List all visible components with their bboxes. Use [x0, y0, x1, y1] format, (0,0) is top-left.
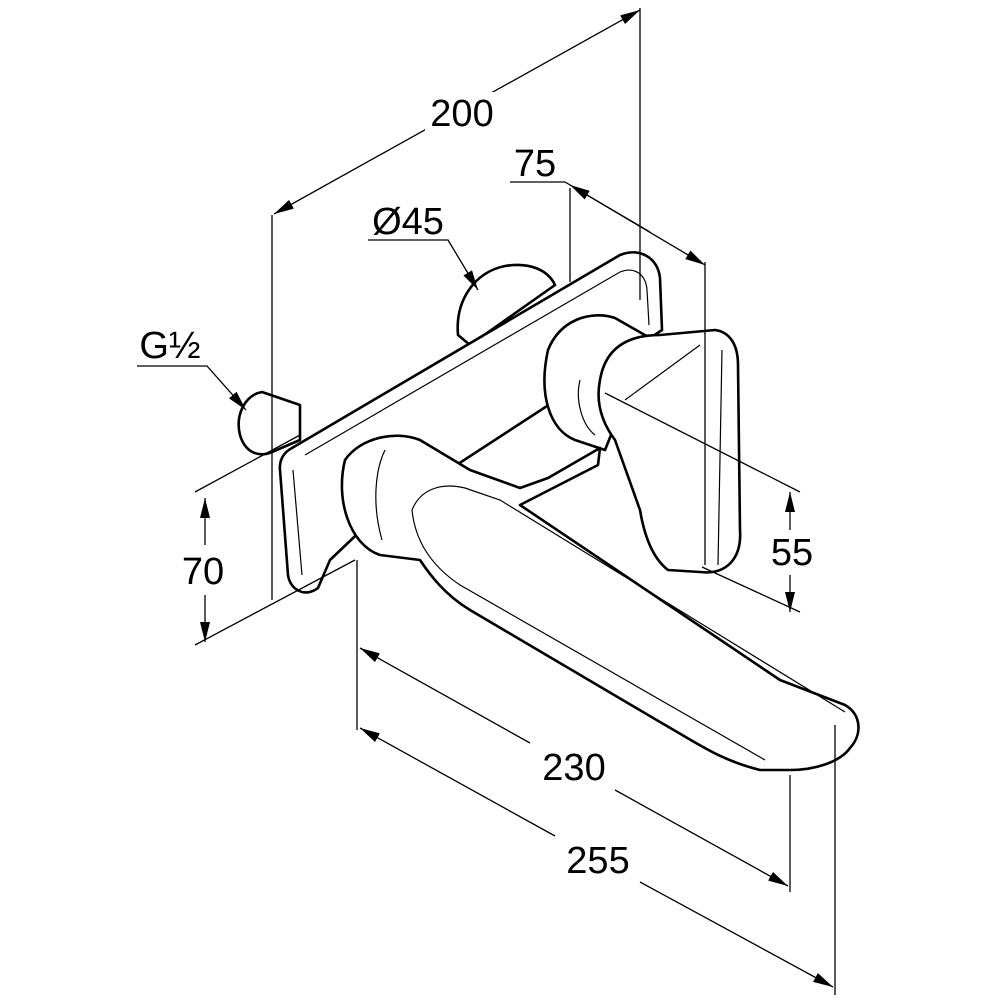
dimension-label-55: 55: [771, 532, 813, 574]
dimension-label-230: 230: [542, 747, 605, 789]
dimension-diameter-45: Ø45: [368, 201, 479, 291]
mixer-handle: [543, 314, 742, 574]
dimension-200: 200: [271, 8, 641, 600]
dimension-55: 55: [604, 392, 813, 613]
dimension-label-200: 200: [430, 93, 493, 135]
thread-callout: G½: [137, 325, 247, 411]
rosette: [456, 263, 557, 347]
dimension-70: 70: [182, 434, 356, 646]
connection-pipe: [237, 390, 302, 456]
spout: [340, 434, 860, 772]
dimension-label-70: 70: [182, 551, 224, 593]
dimension-label-diameter-45: Ø45: [372, 201, 444, 243]
dimension-255: 255: [359, 725, 836, 995]
dimension-label-75: 75: [514, 143, 556, 185]
thread-label: G½: [139, 325, 200, 367]
dimension-230: 230: [356, 560, 791, 892]
dimension-label-255: 255: [566, 840, 629, 882]
dimension-75: 75: [510, 143, 706, 565]
